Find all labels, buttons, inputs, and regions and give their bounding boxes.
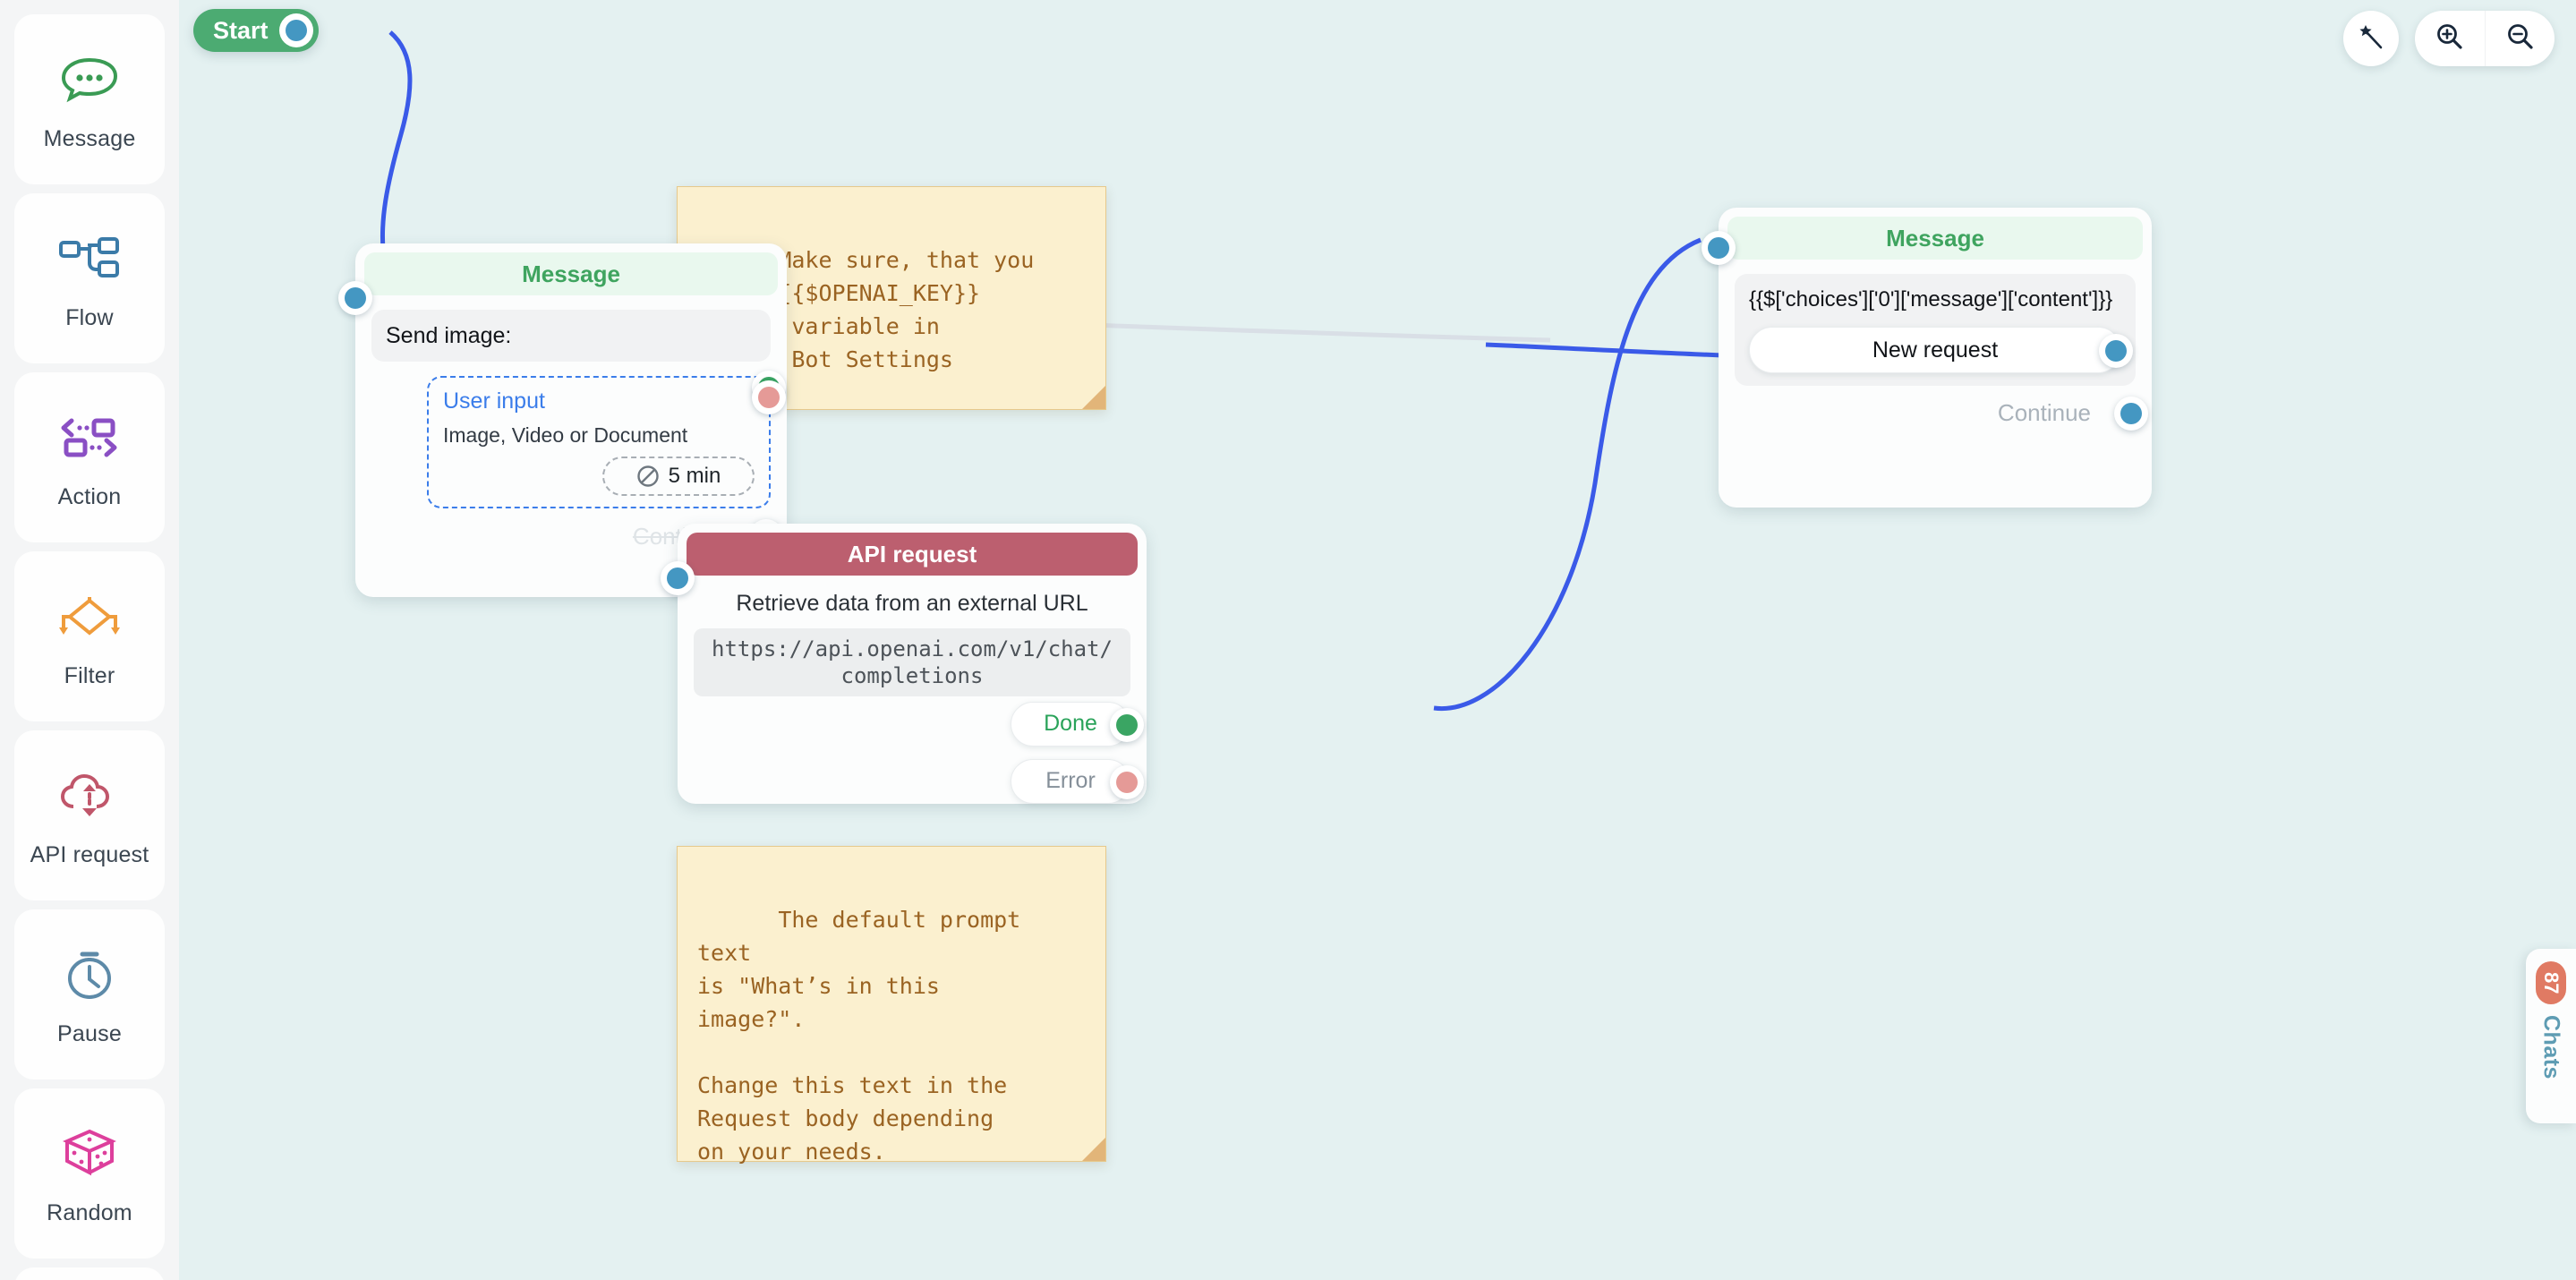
sidebar-item-message[interactable]: Message xyxy=(14,14,165,184)
chats-label: Chats xyxy=(2538,1015,2564,1079)
user-input-timeout-label: 5 min xyxy=(668,464,721,488)
sidebar-item-label: Action xyxy=(57,483,122,509)
sidebar-item-api-request[interactable]: API request xyxy=(14,730,165,900)
speech-bubble-icon xyxy=(60,47,119,112)
no-entry-icon xyxy=(636,465,660,488)
flow-tree-icon xyxy=(58,226,121,291)
sidebar-item-label: Pause xyxy=(57,1020,122,1046)
message-right-title: Message xyxy=(1727,217,2143,260)
message-right-continue-row[interactable]: Continue xyxy=(1735,396,2148,431)
node-api-request[interactable]: API request Retrieve data from an extern… xyxy=(661,524,1147,804)
message-right-button-handle[interactable] xyxy=(2099,333,2133,368)
node-message-right[interactable]: Message {{$['choices']['0']['message']['… xyxy=(1702,208,2152,508)
magic-wand-button[interactable] xyxy=(2343,11,2399,66)
api-request-done-label: Done xyxy=(1044,711,1097,736)
sidebar-item-label: Random xyxy=(47,1199,132,1225)
sidebar-item-label: API request xyxy=(30,841,149,867)
message-right-input-handle[interactable] xyxy=(1702,231,1736,265)
zoom-controls xyxy=(2415,11,2555,66)
api-request-description: Retrieve data from an external URL xyxy=(736,591,1088,616)
sidebar-item-label: Filter xyxy=(64,662,115,688)
magic-wand-icon xyxy=(2358,23,2384,55)
message-right-continue-label: Continue xyxy=(1997,399,2091,427)
sticky-fold-corner xyxy=(1082,1138,1105,1161)
message-right-button[interactable]: New request xyxy=(1749,326,2133,373)
api-request-title: API request xyxy=(687,533,1138,576)
start-output-handle[interactable] xyxy=(279,13,313,47)
api-request-url[interactable]: https://api.openai.com/v1/chat/completio… xyxy=(694,627,1130,696)
message-right-bubble-text: {{$['choices']['0']['message']['content'… xyxy=(1749,287,2113,311)
user-input-subtitle: Image, Video or Document xyxy=(443,423,688,447)
sidebar-item-random[interactable]: Random xyxy=(14,1088,165,1259)
zoom-in-icon xyxy=(2435,22,2464,55)
api-request-error-label: Error xyxy=(1045,768,1096,793)
start-label: Start xyxy=(213,16,269,44)
start-node[interactable]: Start xyxy=(193,9,319,52)
sidebar: Message Flow xyxy=(0,0,179,1280)
api-request-input-handle[interactable] xyxy=(661,561,695,595)
sidebar-item-action[interactable]: Action xyxy=(14,372,165,542)
filter-diamond-icon xyxy=(57,585,122,649)
action-arrows-icon xyxy=(59,405,120,470)
message-left-title: Message xyxy=(364,252,778,295)
sidebar-item-label: Message xyxy=(43,125,136,151)
message-right-bubble[interactable]: {{$['choices']['0']['message']['content'… xyxy=(1735,274,2136,386)
message-left-bubble[interactable]: Send image: xyxy=(371,310,771,362)
edge-layer xyxy=(367,30,1850,712)
sidebar-item-flow[interactable]: Flow xyxy=(14,193,165,363)
flow-canvas[interactable]: Start Make sure, that you added {{$OPENA… xyxy=(179,0,2576,1280)
api-request-error-handle[interactable] xyxy=(1110,764,1144,799)
sidebar-item-label: Flow xyxy=(65,304,114,330)
sidebar-item-pause[interactable]: Pause xyxy=(14,909,165,1079)
user-input-title: User input xyxy=(443,388,545,414)
canvas-toolbar xyxy=(2343,11,2555,66)
sidebar-item-comment[interactable]: NEW Comment xyxy=(14,1267,165,1280)
sidebar-item-filter[interactable]: Filter xyxy=(14,551,165,721)
stopwatch-icon xyxy=(63,943,116,1007)
api-request-done-pill[interactable]: Done xyxy=(1011,701,1144,747)
edge-start-to-message xyxy=(380,30,413,264)
edge-done-to-message-right xyxy=(1433,237,1702,712)
chats-tab[interactable]: 87 Chats xyxy=(2526,949,2576,1123)
zoom-in-button[interactable] xyxy=(2415,11,2485,66)
user-input-block[interactable]: User input Image, Video or Document 5 mi… xyxy=(427,371,786,508)
cloud-sync-icon xyxy=(59,764,120,828)
zoom-out-icon xyxy=(2506,22,2535,55)
sticky-fold-corner xyxy=(1082,386,1105,409)
dice-icon xyxy=(62,1122,117,1186)
sticky-note-text: The default prompt text is "What’s in th… xyxy=(697,907,1021,1165)
zoom-out-button[interactable] xyxy=(2485,11,2555,66)
chats-badge: 87 xyxy=(2536,961,2566,1004)
message-left-input-handle[interactable] xyxy=(338,281,372,315)
api-request-error-pill[interactable]: Error xyxy=(1011,758,1144,804)
message-right-continue-handle[interactable] xyxy=(2114,396,2148,431)
user-input-timeout-handle[interactable] xyxy=(752,380,786,414)
api-request-done-handle[interactable] xyxy=(1110,707,1144,742)
message-right-button-label: New request xyxy=(1872,337,1999,363)
sticky-note-default-prompt[interactable]: The default prompt text is "What’s in th… xyxy=(677,846,1106,1165)
user-input-timeout[interactable]: 5 min xyxy=(602,380,786,496)
